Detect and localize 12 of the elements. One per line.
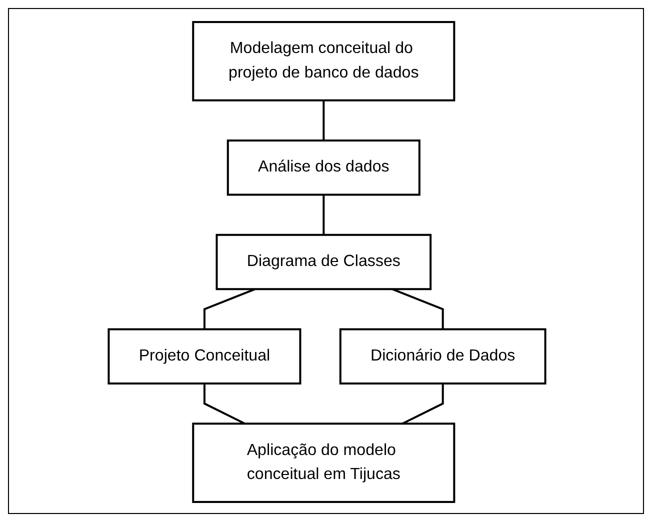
- node-box: Análise dos dados: [226, 140, 420, 196]
- node-box: Aplicação do modelo conceitual em Tijucas: [192, 422, 456, 503]
- connector: [392, 288, 444, 330]
- node-box: Dicionário de Dados: [339, 328, 546, 384]
- node-box: Diagrama de Classes: [216, 234, 432, 290]
- node-box: Modelagem conceitual do projeto de banco de dados: [192, 21, 456, 102]
- connector: [322, 100, 325, 140]
- connector: [203, 384, 246, 425]
- connector: [322, 194, 325, 235]
- node-box: Projeto Conceitual: [108, 328, 302, 384]
- connector: [402, 384, 444, 425]
- connector: [203, 288, 256, 330]
